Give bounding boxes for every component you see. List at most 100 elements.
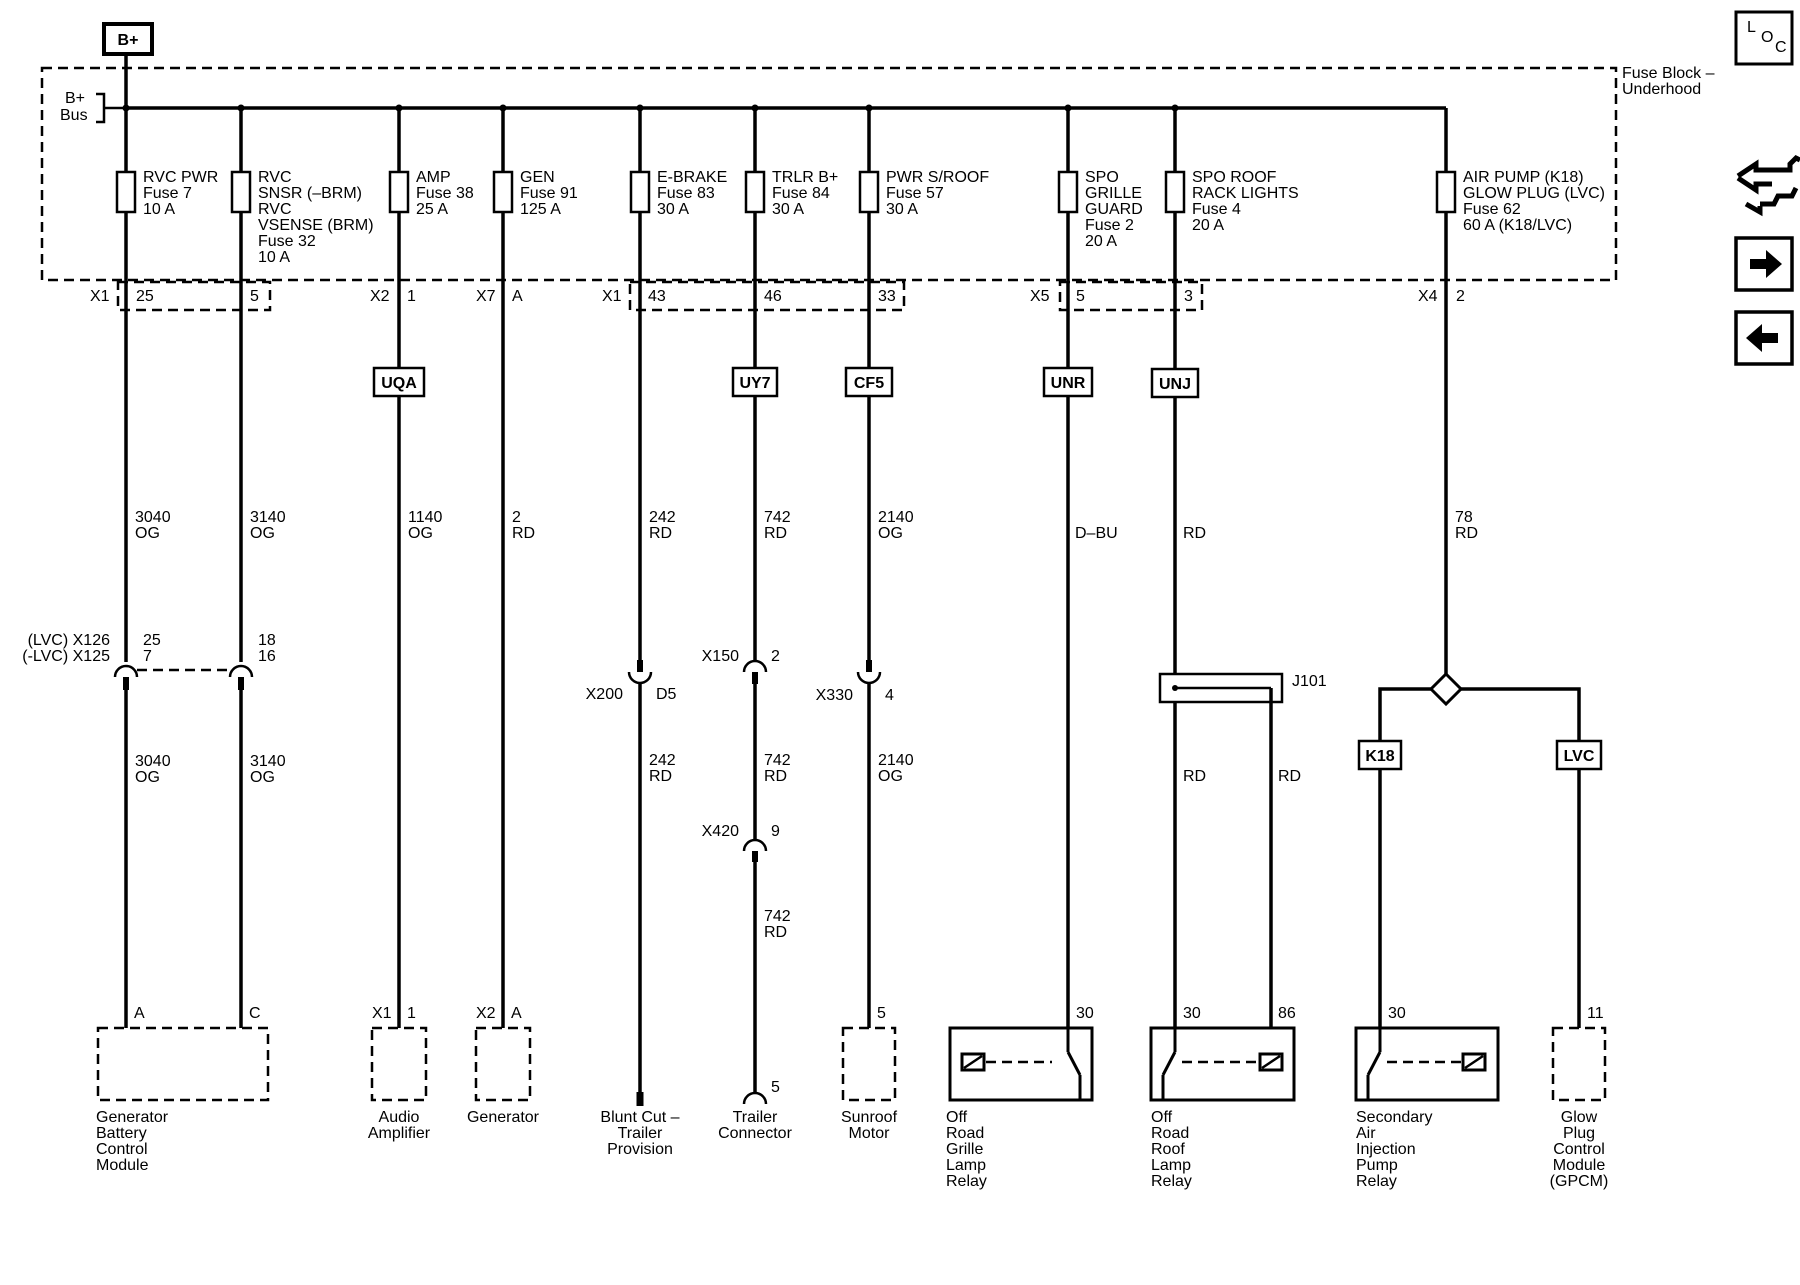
- svg-text:Relay: Relay: [1151, 1173, 1192, 1190]
- svg-text:78: 78: [1455, 509, 1473, 526]
- svg-text:OG: OG: [135, 525, 160, 542]
- svg-text:RD: RD: [1278, 768, 1301, 785]
- svg-text:3040: 3040: [135, 753, 171, 770]
- svg-text:GRILLE: GRILLE: [1085, 185, 1142, 202]
- component-gpcm: Glow Plug Control Module (GPCM): [1550, 1026, 1608, 1190]
- svg-text:30 A: 30 A: [886, 201, 918, 218]
- svg-text:Motor: Motor: [849, 1125, 891, 1142]
- svg-text:X200: X200: [586, 686, 623, 703]
- circuit-roof-rack: UNJ RD J101 RD RD 30 86: [1150, 278, 1327, 1028]
- svg-text:C: C: [1775, 39, 1787, 56]
- svg-text:GEN: GEN: [520, 169, 555, 186]
- option-k18: K18: [1365, 748, 1394, 765]
- svg-text:Blunt Cut –: Blunt Cut –: [600, 1109, 679, 1126]
- svg-text:RD: RD: [764, 525, 787, 542]
- svg-text:L: L: [1747, 19, 1756, 36]
- fuse-block-label-2: Underhood: [1622, 81, 1701, 98]
- svg-text:2140: 2140: [878, 752, 914, 769]
- svg-text:46: 46: [764, 288, 782, 305]
- svg-text:86: 86: [1278, 1005, 1296, 1022]
- component-trailer-connector: Trailer Connector: [718, 1109, 792, 1142]
- component-roof-lamp-relay: Off Road Roof Lamp Relay: [1149, 1026, 1296, 1190]
- svg-text:Roof: Roof: [1151, 1141, 1185, 1158]
- svg-text:30: 30: [1388, 1005, 1406, 1022]
- b-plus-source: B+: [102, 22, 154, 108]
- svg-text:30 A: 30 A: [772, 201, 804, 218]
- svg-text:Off: Off: [946, 1109, 968, 1126]
- svg-text:4: 4: [885, 687, 894, 704]
- svg-text:Provision: Provision: [607, 1141, 673, 1158]
- svg-text:30: 30: [1076, 1005, 1094, 1022]
- back-arrow-icon[interactable]: [1734, 310, 1794, 366]
- svg-text:GLOW PLUG (LVC): GLOW PLUG (LVC): [1463, 185, 1605, 202]
- svg-text:2: 2: [771, 648, 780, 665]
- svg-text:Road: Road: [946, 1125, 984, 1142]
- svg-text:Lamp: Lamp: [1151, 1157, 1191, 1174]
- svg-text:Trailer: Trailer: [618, 1125, 663, 1142]
- option-uqa: UQA: [381, 375, 417, 392]
- svg-text:AIR PUMP (K18): AIR PUMP (K18): [1463, 169, 1584, 186]
- inline-connector-x126-x125: (LVC) X126 (-LVC) X125 25 7 18 16: [22, 632, 276, 672]
- bus-label-2: Bus: [60, 107, 88, 124]
- svg-text:X2: X2: [476, 1005, 496, 1022]
- svg-text:X4: X4: [1418, 288, 1438, 305]
- loc-button[interactable]: L O C: [1734, 10, 1794, 66]
- svg-text:Relay: Relay: [946, 1173, 987, 1190]
- fuse-block-outline: [40, 66, 1618, 282]
- circuit-3140: 3140 OG 3140 OG C: [228, 278, 286, 1028]
- svg-text:Amplifier: Amplifier: [368, 1125, 431, 1142]
- svg-text:Fuse 91: Fuse 91: [520, 185, 578, 202]
- fuse-57: PWR S/ROOF Fuse 57 30 A: [858, 104, 989, 278]
- svg-text:Fuse 32: Fuse 32: [258, 233, 316, 250]
- svg-text:Injection: Injection: [1356, 1141, 1416, 1158]
- svg-text:Audio: Audio: [379, 1109, 420, 1126]
- svg-text:1140: 1140: [408, 509, 443, 526]
- svg-text:30: 30: [1183, 1005, 1201, 1022]
- svg-text:SNSR (–BRM): SNSR (–BRM): [258, 185, 362, 202]
- svg-text:20 A: 20 A: [1192, 217, 1224, 234]
- svg-text:9: 9: [771, 823, 780, 840]
- svg-text:Trailer: Trailer: [733, 1109, 778, 1126]
- circuit-3040: 3040 OG 3040 OG A: [113, 278, 171, 1028]
- svg-text:RD: RD: [649, 525, 672, 542]
- svg-text:(-LVC) X125: (-LVC) X125: [22, 648, 110, 665]
- circuit-78: 78 RD K18 LVC 30 11: [1357, 278, 1604, 1028]
- svg-text:OG: OG: [878, 525, 903, 542]
- component-audio-amplifier: Audio Amplifier: [368, 1026, 431, 1142]
- svg-text:J101: J101: [1292, 673, 1327, 690]
- svg-text:Secondary: Secondary: [1356, 1109, 1433, 1126]
- svg-text:Plug: Plug: [1563, 1125, 1595, 1142]
- svg-text:Fuse 57: Fuse 57: [886, 185, 944, 202]
- svg-text:RD: RD: [1183, 768, 1206, 785]
- svg-text:Fuse 4: Fuse 4: [1192, 201, 1241, 218]
- fuse-38: AMP Fuse 38 25 A: [388, 104, 474, 278]
- option-uy7: UY7: [739, 375, 770, 392]
- svg-text:RD: RD: [1183, 525, 1206, 542]
- svg-text:242: 242: [649, 752, 676, 769]
- svg-text:X5: X5: [1030, 288, 1050, 305]
- svg-text:RD: RD: [764, 924, 787, 941]
- svg-text:18: 18: [258, 632, 276, 649]
- option-unr: UNR: [1051, 375, 1086, 392]
- svg-text:O: O: [1761, 29, 1773, 46]
- fuse-32: RVC SNSR (–BRM) RVC VSENSE (BRM) Fuse 32…: [230, 104, 374, 278]
- fuse-block-connectors: X1 25 5 X2 1 X7 A X1 43 46 33 X5 5 3 X4 …: [90, 280, 1465, 312]
- circuit-1140: UQA 1140 OG X1 1: [372, 278, 443, 1028]
- svg-text:Fuse 84: Fuse 84: [772, 185, 830, 202]
- svg-text:2140: 2140: [878, 509, 914, 526]
- svg-text:16: 16: [258, 648, 276, 665]
- svg-text:Module: Module: [1553, 1157, 1606, 1174]
- svg-text:SPO ROOF: SPO ROOF: [1192, 169, 1277, 186]
- svg-text:125 A: 125 A: [520, 201, 561, 218]
- svg-text:742: 742: [764, 908, 791, 925]
- svg-text:X420: X420: [702, 823, 739, 840]
- svg-text:Generator: Generator: [467, 1109, 540, 1126]
- svg-text:1: 1: [407, 288, 416, 305]
- svg-text:(LVC) X126: (LVC) X126: [28, 632, 111, 649]
- svg-text:X1: X1: [602, 288, 622, 305]
- svg-text:Control: Control: [1553, 1141, 1605, 1158]
- svg-text:RVC PWR: RVC PWR: [143, 169, 218, 186]
- forward-arrow-icon[interactable]: [1734, 236, 1794, 292]
- connector-swap-icon[interactable]: [1736, 154, 1800, 217]
